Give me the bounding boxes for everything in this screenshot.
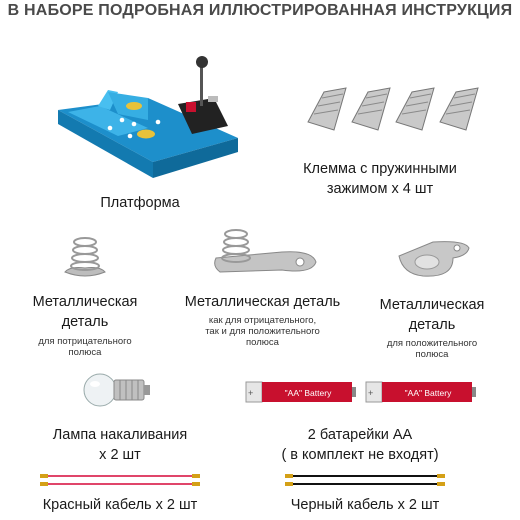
spring-clip-label-2: зажимом x 4 шт <box>326 181 434 197</box>
battery-1-text: "AA" Battery <box>284 388 332 398</box>
lamp-label-2: x 2 шт <box>99 447 141 463</box>
red-cables-image <box>40 474 200 486</box>
metal-both-sub-3: полюса <box>246 337 279 348</box>
metal-both-label: Металлическая деталь <box>184 294 341 310</box>
battery-2-text: "AA" Battery <box>404 388 452 398</box>
metal-negative-sub-1: для потрицательного <box>38 336 132 347</box>
metal-positive-image <box>398 241 470 277</box>
metal-positive-label-2: деталь <box>408 317 456 333</box>
lamp-image <box>83 373 150 407</box>
page-title: В НАБОРЕ ПОДРОБНАЯ ИЛЛЮСТРИРОВАННАЯ ИНСТ… <box>7 2 513 19</box>
svg-text:+: + <box>248 388 253 398</box>
metal-positive-label-1: Металлическая <box>379 297 485 313</box>
metal-negative-image <box>64 237 106 277</box>
metal-both-sub-2: так и для положительного <box>205 326 320 337</box>
metal-negative-label-2: деталь <box>61 314 109 330</box>
platform-image <box>58 56 238 178</box>
metal-positive-sub-1: для положительного <box>386 338 478 349</box>
battery-1-image: + <box>245 381 356 403</box>
metal-negative-sub-2: полюса <box>68 347 102 358</box>
metal-both-image <box>214 229 317 273</box>
svg-text:+: + <box>368 388 373 398</box>
metal-positive-sub-2: полюса <box>415 349 449 360</box>
lamp-label-1: Лампа накаливания <box>52 427 188 443</box>
metal-negative-label-1: Металлическая <box>32 294 138 310</box>
black-cables-image <box>285 474 445 486</box>
metal-both-sub-1: как для отрицательного, <box>208 315 317 326</box>
battery-2-image: + <box>365 381 476 403</box>
batteries-label-2: ( в комплект не входят) <box>281 447 439 463</box>
spring-clip-label-1: Клемма с пружинными <box>303 161 457 177</box>
red-cable-label: Красный кабель x 2 шт <box>42 497 198 513</box>
platform-label: Платформа <box>100 195 180 211</box>
black-cable-label: Черный кабель x 2 шт <box>290 497 440 513</box>
batteries-label-1: 2 батарейки AA <box>307 427 413 443</box>
spring-clips-image <box>307 87 479 131</box>
